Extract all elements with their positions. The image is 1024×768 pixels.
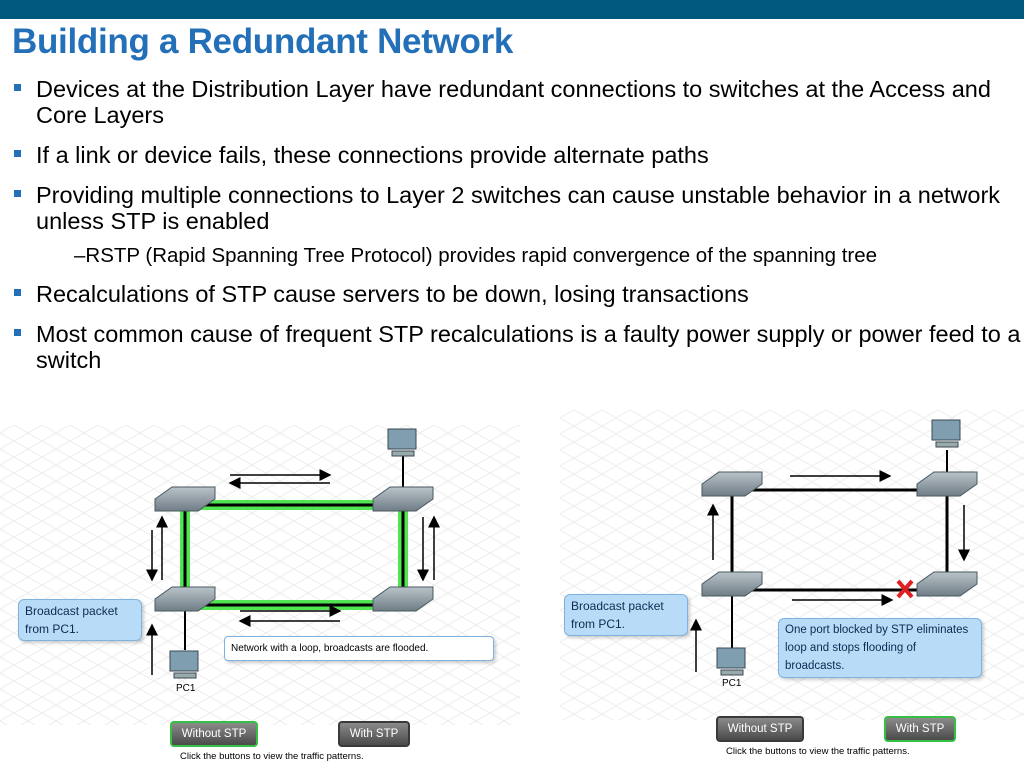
pc-icon — [931, 419, 961, 448]
bullet-list: Devices at the Distribution Layer have r… — [14, 76, 1024, 387]
stp-blocked-note: One port blocked by STP eliminates loop … — [778, 618, 982, 678]
instruction-caption: Click the buttons to view the traffic pa… — [726, 746, 910, 757]
pc-icon — [169, 650, 199, 679]
broadcast-callout: Broadcast packet from PC1. — [564, 594, 688, 636]
sub-bullet-item: –RSTP (Rapid Spanning Tree Protocol) pro… — [74, 244, 878, 267]
switch-icon — [916, 471, 978, 497]
pc-label: PC1 — [176, 683, 196, 694]
bullet-item: Most common cause of frequent STP recalc… — [14, 321, 1024, 373]
slide-title: Building a Redundant Network — [12, 22, 514, 61]
switch-icon — [916, 571, 978, 597]
diagram-without-stp: Broadcast packet from PC1. Network with … — [0, 425, 520, 768]
traffic-arrow-icon — [146, 469, 440, 675]
bullet-square-icon — [14, 289, 21, 296]
traffic-arrow-icon — [690, 470, 970, 672]
bullet-item: Recalculations of STP cause servers to b… — [14, 281, 1024, 307]
blocked-port-icon — [896, 579, 914, 599]
bullet-square-icon — [14, 190, 21, 197]
instruction-caption: Click the buttons to view the traffic pa… — [180, 751, 364, 762]
bullet-square-icon — [14, 150, 21, 157]
flooded-loop — [180, 500, 408, 610]
switch-icon — [372, 486, 434, 512]
diagram-with-stp: Broadcast packet from PC1. One port bloc… — [560, 410, 1024, 768]
bullet-item: Providing multiple connections to Layer … — [14, 182, 1024, 234]
switch-icon — [154, 486, 216, 512]
loop-note: Network with a loop, broadcasts are floo… — [224, 636, 494, 661]
network-diagram-right — [560, 410, 1024, 720]
bullet-item: If a link or device fails, these connect… — [14, 142, 1024, 168]
pc-icon — [716, 647, 746, 676]
bullet-square-icon — [14, 329, 21, 336]
bullet-item: Devices at the Distribution Layer have r… — [14, 76, 1024, 128]
with-stp-button[interactable]: With STP — [884, 716, 956, 742]
with-stp-button[interactable]: With STP — [338, 721, 410, 747]
switch-icon — [701, 571, 763, 597]
pc-label: PC1 — [722, 678, 742, 689]
pc-icon — [387, 428, 417, 457]
bullet-square-icon — [14, 84, 21, 91]
without-stp-button[interactable]: Without STP — [170, 721, 258, 747]
switch-icon — [701, 471, 763, 497]
top-bar — [0, 0, 1024, 19]
switch-icon — [154, 586, 216, 612]
switch-icon — [372, 586, 434, 612]
without-stp-button[interactable]: Without STP — [716, 716, 804, 742]
broadcast-callout: Broadcast packet from PC1. — [18, 599, 142, 641]
network-diagram-left — [0, 425, 520, 725]
